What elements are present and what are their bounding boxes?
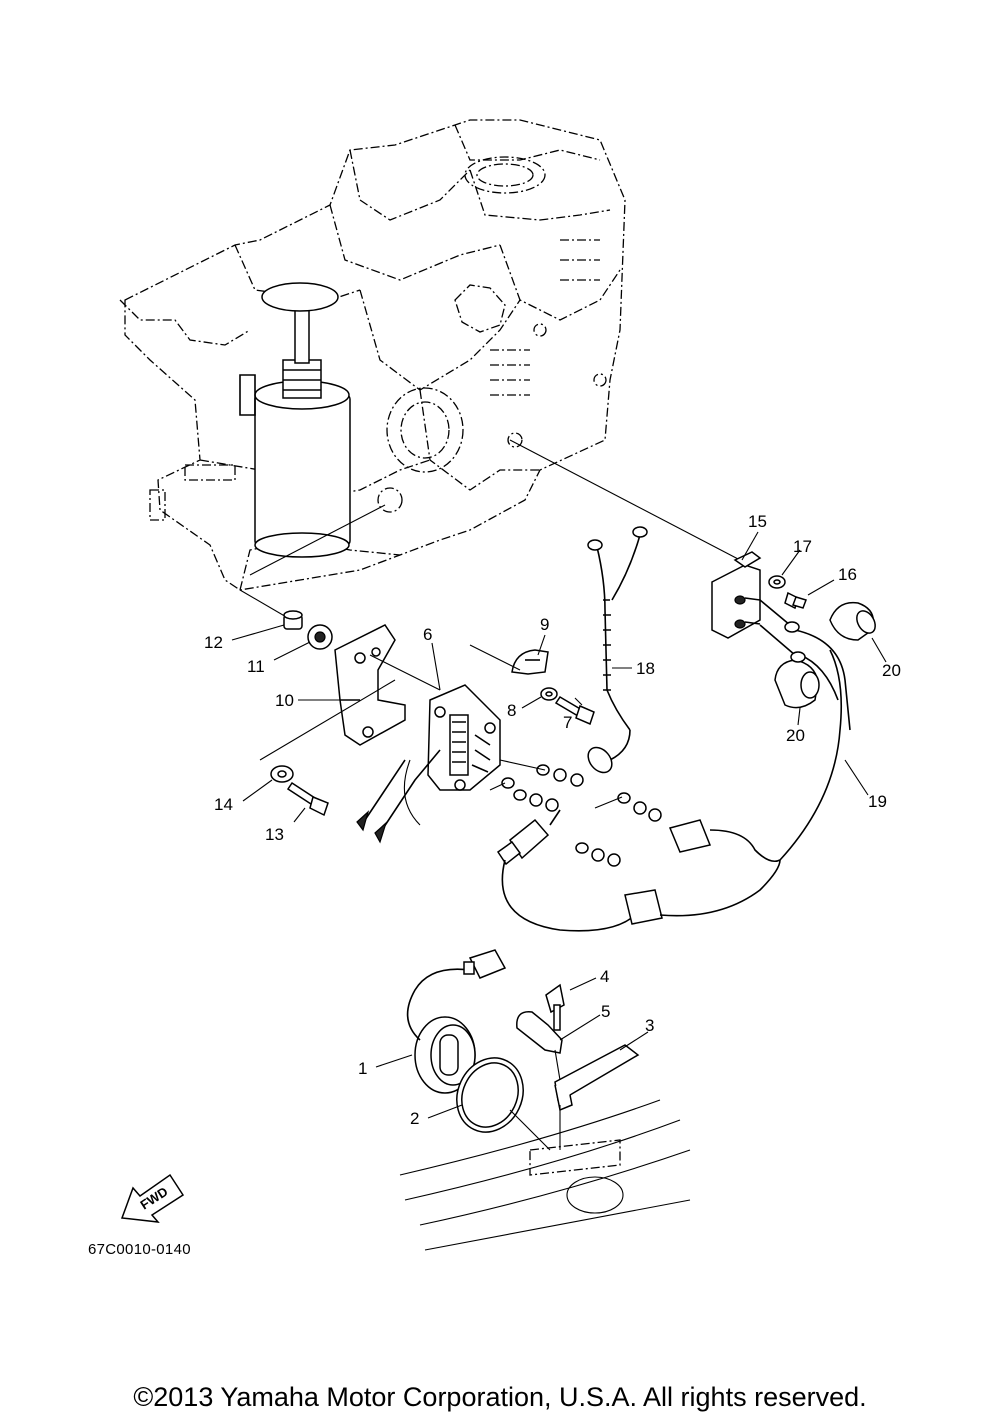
washer-14	[270, 765, 294, 783]
callout-10: 10	[275, 691, 294, 710]
callout-labels: 1 2 3 4 5 6 7 8 9 10 11 12 13 14 15 16 1…	[204, 512, 901, 1128]
callout-6: 6	[423, 625, 432, 644]
callout-20a: 20	[882, 661, 901, 680]
clamp-5	[516, 1011, 563, 1054]
o-ring-2	[456, 1057, 524, 1133]
callout-20b: 20	[786, 726, 805, 745]
screw-16	[784, 591, 807, 610]
plug-cap-20b	[774, 659, 820, 709]
callout-7: 7	[563, 713, 572, 732]
cdi-unit-6	[427, 684, 501, 791]
callout-4: 4	[600, 967, 609, 986]
drawing-code: 67C0010-0140	[88, 1241, 191, 1258]
bolt-13	[286, 781, 329, 817]
callout-16: 16	[838, 565, 857, 584]
starter-motor	[239, 282, 351, 558]
washer-8	[540, 687, 558, 701]
copyright-notice: ©2013 Yamaha Motor Corporation, U.S.A. A…	[133, 1382, 867, 1412]
ignition-coil-cap-1	[668, 819, 712, 853]
callout-3: 3	[645, 1016, 654, 1035]
callout-9: 9	[540, 615, 549, 634]
washer-17	[768, 575, 786, 589]
fwd-arrow: FWD	[120, 1173, 185, 1223]
callout-17: 17	[793, 537, 812, 556]
callout-leaders	[231, 531, 887, 1119]
ground-lead-18	[587, 526, 648, 774]
engine-block	[119, 119, 626, 591]
callout-14: 14	[214, 795, 233, 814]
callout-2: 2	[410, 1109, 419, 1128]
sensor-1	[406, 949, 507, 1094]
bolt-7	[554, 695, 595, 726]
plug-cap-lower	[496, 818, 550, 866]
callout-11: 11	[247, 657, 265, 676]
high-tension-cord-19	[549, 629, 851, 917]
hardware-stack	[501, 764, 662, 867]
bolt-12	[283, 610, 303, 630]
callout-18: 18	[636, 659, 655, 678]
grommet-11	[307, 624, 333, 650]
callout-5: 5	[601, 1002, 610, 1021]
callout-19: 19	[868, 792, 887, 811]
plug-cap-20a	[829, 601, 876, 641]
terminal-block-15	[711, 551, 762, 639]
callout-8: 8	[507, 701, 516, 720]
ignition-coil-cap-2	[624, 889, 663, 925]
callout-15: 15	[748, 512, 767, 531]
bracket-3	[554, 1044, 640, 1112]
callout-13: 13	[265, 825, 284, 844]
clamp-9	[511, 649, 549, 675]
callout-1: 1	[358, 1059, 367, 1078]
bracket-10	[334, 624, 406, 746]
bolt-4	[545, 983, 565, 1031]
callout-12: 12	[204, 633, 223, 652]
lower-cowl	[399, 1099, 691, 1251]
